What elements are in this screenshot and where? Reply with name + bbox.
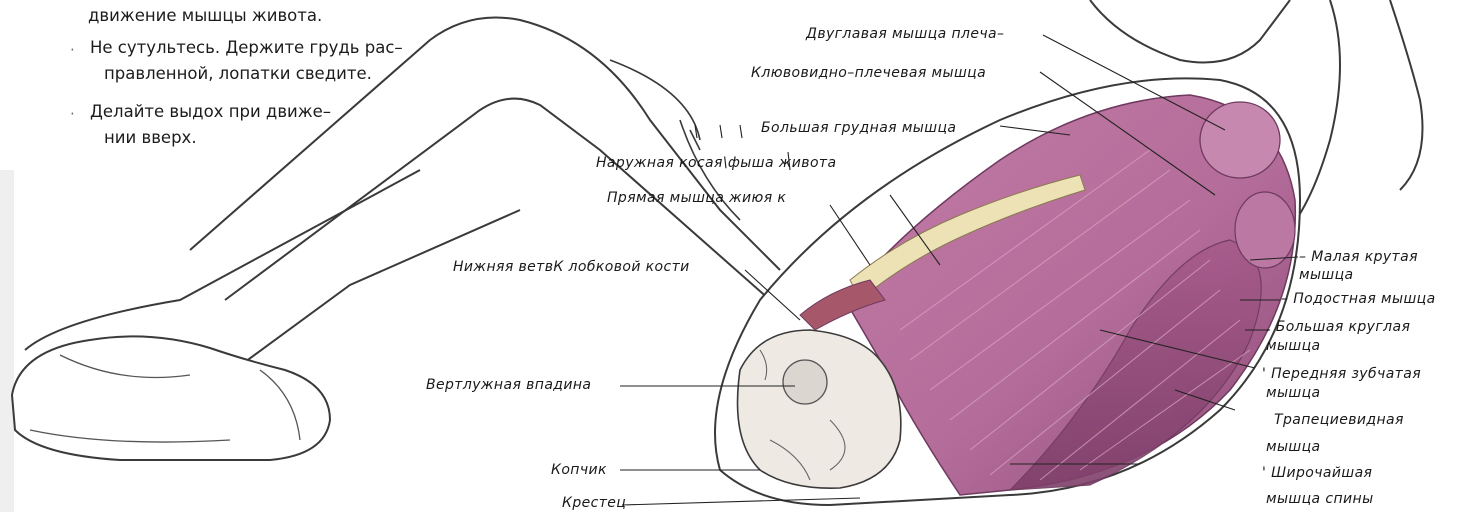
acetabulum-socket — [783, 360, 827, 404]
label-teres-minor-2: мышца — [1299, 266, 1354, 285]
label-rectus-abdominis: Прямая мышца жиюя к — [607, 189, 786, 208]
tip-line-posture-1: Не сутультесь. Держите грудь рас– — [90, 36, 403, 60]
tip-line-exhale-2: нии вверх. — [104, 126, 197, 150]
label-serratus-1: ' Передняя зубчатая — [1262, 365, 1421, 384]
shoulder-muscle — [1200, 102, 1280, 178]
label-trapezius-2: мышца — [1266, 438, 1321, 457]
label-biceps: Двуглавая мышца плеча– — [806, 25, 1004, 44]
label-latissimus-1: ' Широчайшая — [1262, 464, 1372, 483]
label-infraspinatus: – Подостная мышца — [1281, 290, 1436, 309]
label-teres-minor-1: – Малая крутая — [1299, 248, 1418, 267]
label-coccyx: Копчик — [551, 461, 607, 480]
label-pectoralis-major: Большая грудная мышца — [761, 119, 956, 138]
bullet-icon: · — [70, 102, 75, 126]
label-coracobrachialis: Клювовидно–плечевая мышца — [751, 64, 986, 83]
tip-line-exhale-1: Делайте выдох при движе– — [90, 100, 331, 124]
label-pubic-ramus: Нижняя ветвК лобковой кости — [453, 258, 690, 277]
label-latissimus-2: мышца спины — [1266, 490, 1374, 509]
tip-line-abs: движение мышцы живота. — [88, 4, 322, 28]
tip-line-posture-2: правленной, лопатки сведите. — [104, 62, 372, 86]
deltoid-muscle — [1235, 192, 1295, 268]
label-external-oblique: Наружная косая\фыша живота — [596, 154, 836, 173]
bullet-icon: · — [70, 38, 75, 62]
label-teres-major-2: мышца — [1266, 337, 1321, 356]
label-teres-major-1: . Большая круглая — [1266, 318, 1410, 337]
page-edge — [0, 170, 14, 512]
label-acetabulum: Вертлужная впадина — [426, 376, 591, 395]
label-trapezius-1: Трапециевидная — [1274, 411, 1404, 430]
label-sacrum: Крестец — [562, 494, 626, 513]
label-serratus-2: мышца — [1266, 384, 1321, 403]
